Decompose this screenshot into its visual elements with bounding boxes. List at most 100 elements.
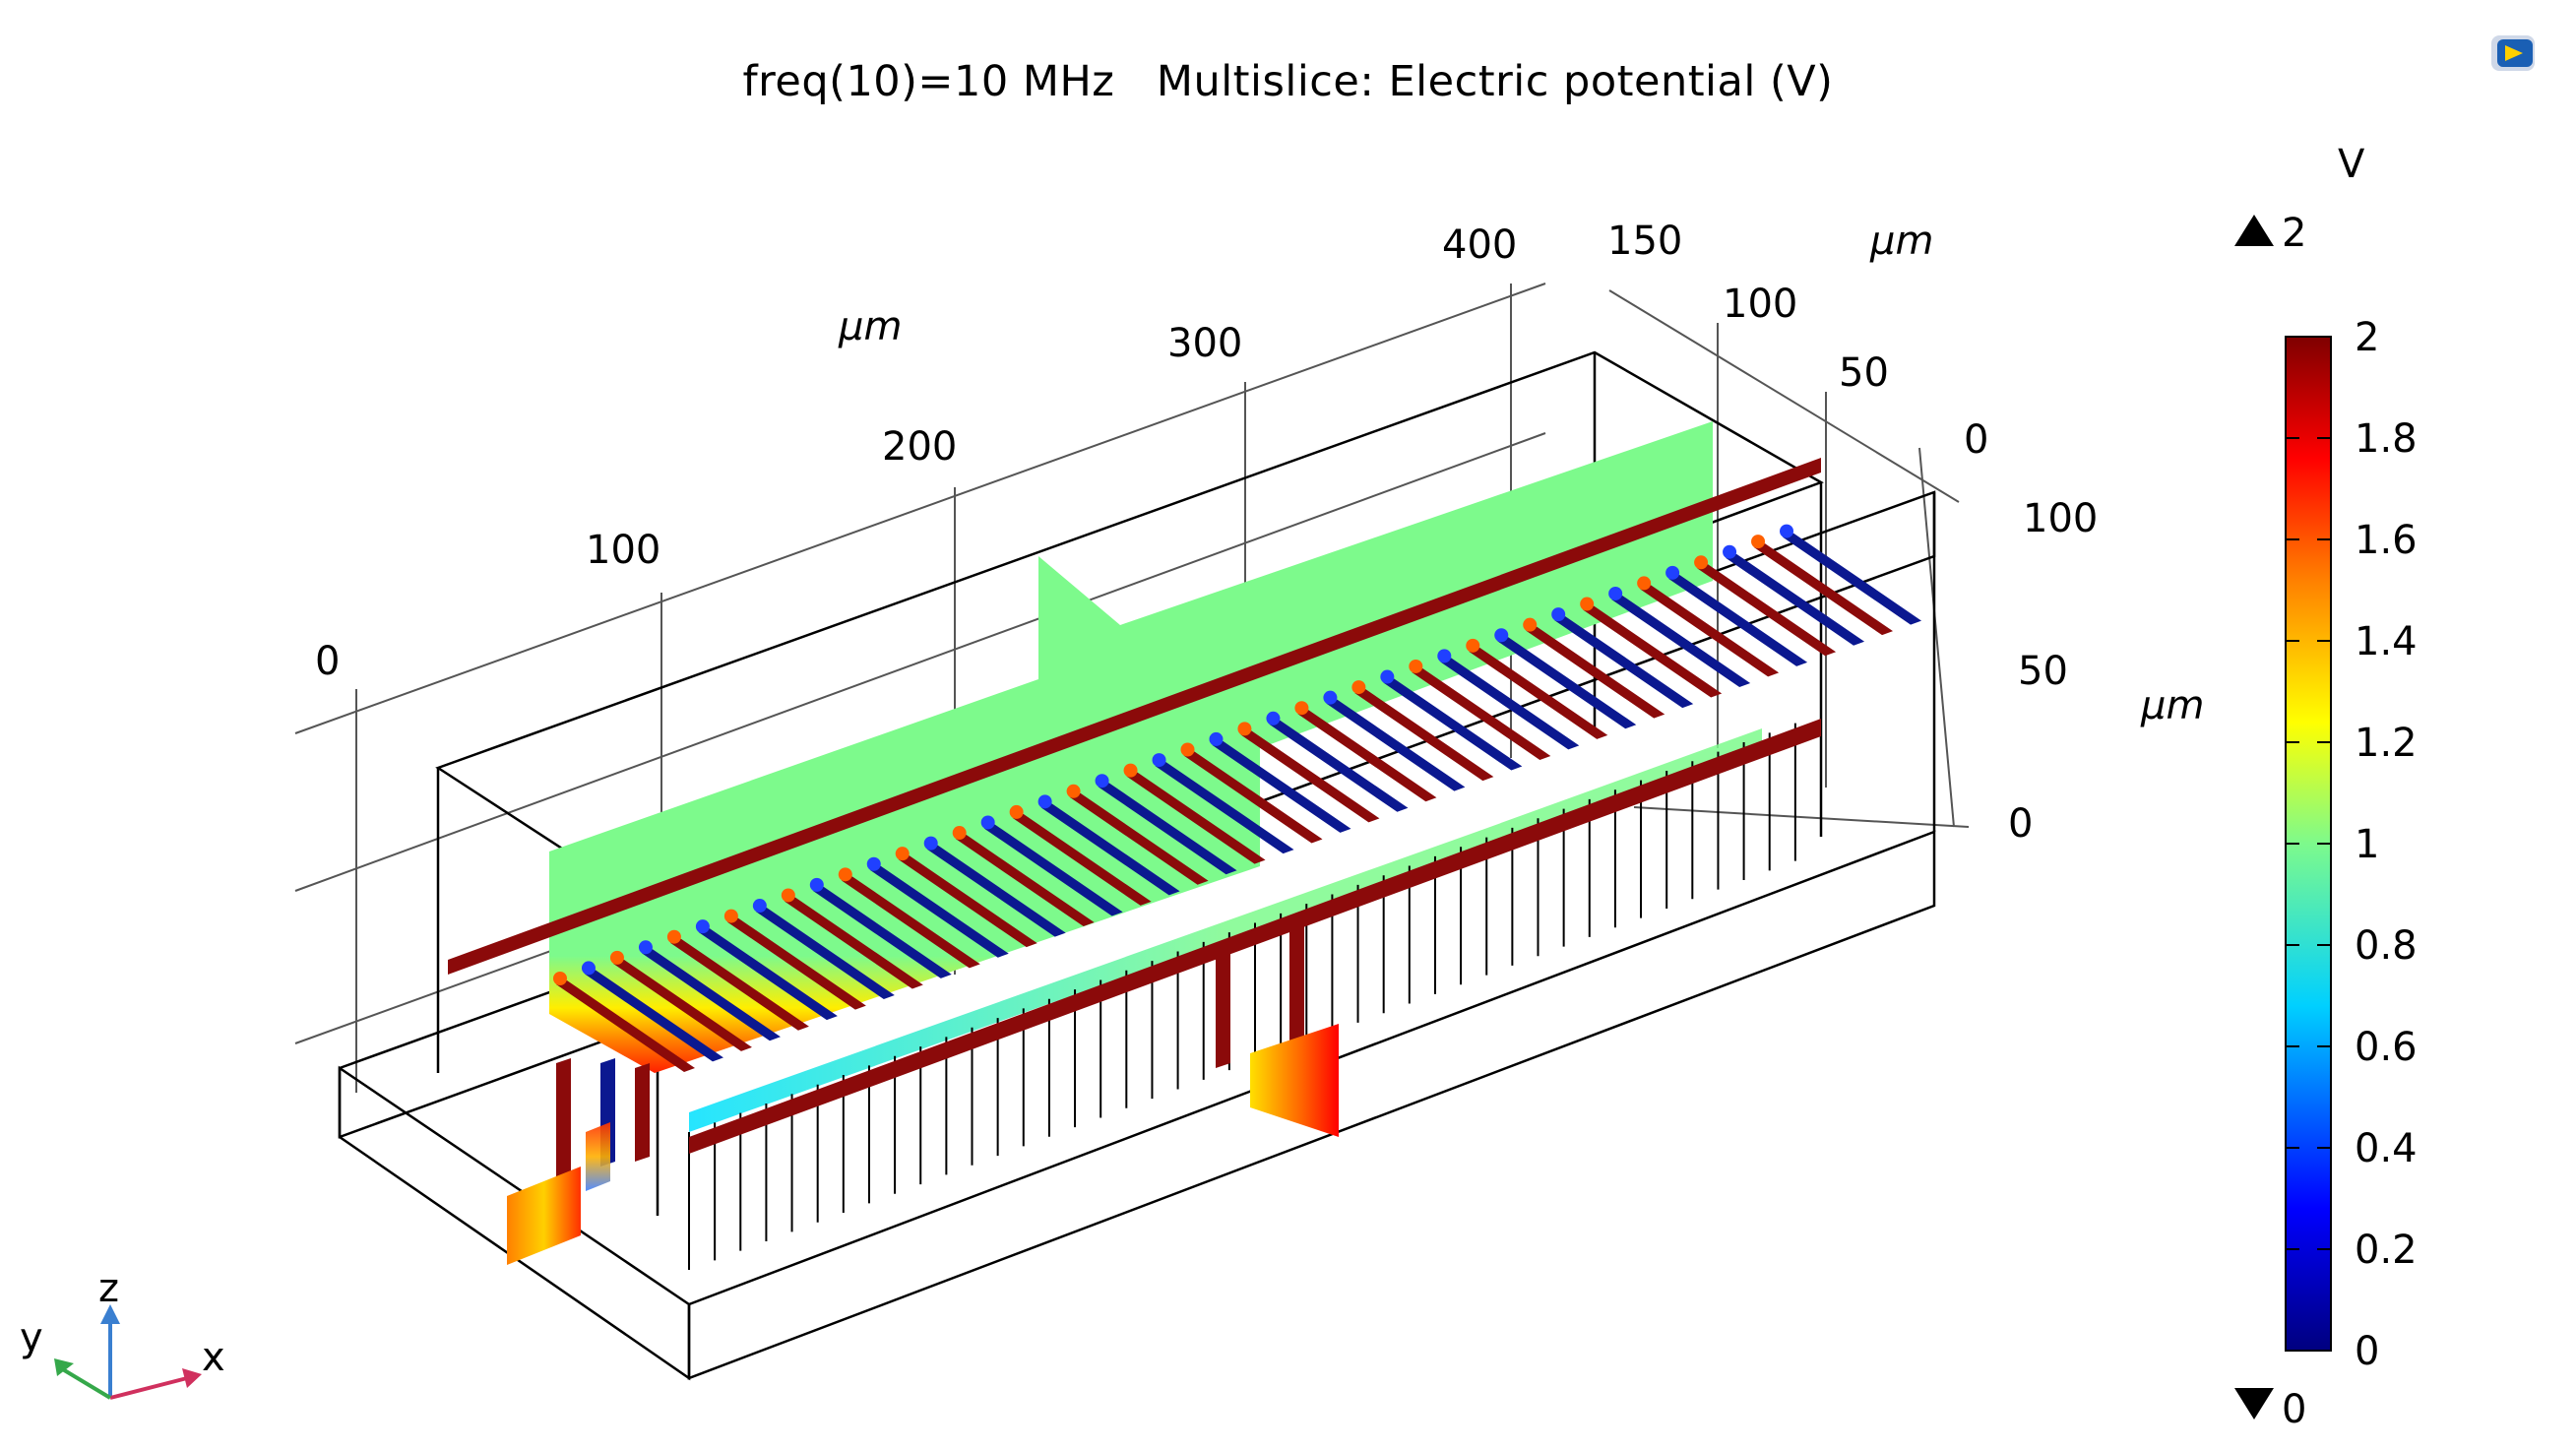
x-tick-label: 0 [315, 639, 340, 684]
x-axis-unit: μm [838, 304, 902, 349]
electrode-finger [1383, 678, 1523, 771]
electrode-finger [1269, 720, 1409, 812]
electrode-finger [1297, 710, 1437, 802]
potential-hotspot [1323, 690, 1338, 705]
electrode-finger [1754, 543, 1894, 636]
potential-hotspot [838, 867, 852, 882]
potential-hotspot [553, 972, 567, 985]
potential-hotspot [1066, 784, 1081, 798]
potential-hotspot [1466, 638, 1480, 653]
potential-hotspot [1551, 607, 1566, 622]
y-axis-labels: 150 100 50 0 μm [1607, 219, 1988, 463]
electrode-finger [869, 865, 1009, 958]
x-tick-label: 400 [1442, 222, 1517, 268]
potential-hotspot [1723, 544, 1737, 559]
electrode-finger [1212, 740, 1351, 833]
potential-hotspot [581, 961, 596, 976]
floor-field [689, 728, 1762, 1132]
y-tick-label: 100 [1723, 282, 1797, 327]
plot-title: freq(10)=10 MHz Multislice: Electric pot… [742, 57, 1834, 106]
potential-hotspot [1152, 753, 1166, 768]
electrode-finger [1069, 792, 1209, 885]
electrode-finger [1526, 626, 1665, 719]
y-tick-label: 150 [1607, 219, 1682, 264]
potential-hotspot [695, 919, 710, 934]
electrode-finger [812, 886, 952, 978]
triad-x-arrow [109, 1376, 188, 1400]
electrode-finger [1726, 553, 1865, 646]
comsol-logo-icon [2491, 35, 2535, 71]
colorbar-tick-label: 2 [2355, 315, 2379, 360]
potential-hotspot [1494, 628, 1509, 643]
min-triangle-icon [2234, 1388, 2274, 1419]
electrode-finger [698, 928, 838, 1021]
colorbar-tick-label: 0.8 [2355, 923, 2418, 969]
potential-hotspot [1751, 535, 1766, 549]
electrode-finger [1697, 564, 1837, 657]
electrode-finger [556, 980, 695, 1072]
potential-hotspot [1037, 794, 1052, 809]
potential-hotspot [1580, 597, 1595, 611]
electrode-finger [1240, 730, 1380, 823]
potential-hotspot [1380, 669, 1395, 684]
colorbar-tick-label: 0.2 [2355, 1228, 2418, 1273]
electrode-finger [1354, 689, 1494, 782]
bus-bars [448, 458, 1821, 1186]
electrode-finger [669, 938, 809, 1031]
z-axis-unit: μm [2140, 683, 2204, 728]
colorbar-tick-label: 1.8 [2355, 416, 2418, 462]
colorbar-unit: V [2338, 142, 2365, 187]
x-tick-label: 300 [1167, 321, 1242, 366]
electrode-frames [688, 723, 1796, 1270]
potential-hotspot [1437, 649, 1452, 663]
triad-z-label: z [98, 1266, 119, 1311]
max-triangle-icon [2234, 215, 2274, 246]
electrode-finger [898, 855, 1037, 948]
electrode-finger [1326, 699, 1466, 791]
y-tick-label: 50 [1839, 350, 1889, 396]
electrode-finger [1040, 803, 1180, 896]
potential-hotspot [1608, 586, 1623, 600]
potential-hotspot [1266, 711, 1281, 726]
potential-hotspot [1237, 722, 1252, 736]
electrode-finger [726, 917, 866, 1010]
potential-hotspot [609, 950, 624, 965]
electrode-finger [1440, 658, 1580, 750]
potential-hotspot [1780, 524, 1794, 538]
potential-hotspot [866, 856, 881, 871]
electrode-finger [784, 897, 923, 989]
potential-hotspot [1523, 617, 1538, 632]
potential-hotspot [666, 929, 681, 944]
electrode-finger [1554, 616, 1694, 709]
electrode-finger [1469, 647, 1608, 739]
colorbar: V 2 21.81.61.41.210.80.60.40.20 0 [2234, 142, 2418, 1432]
electrode-finger [1183, 751, 1323, 844]
triad-y-arrow [59, 1366, 112, 1400]
electrode-finger [612, 959, 752, 1051]
electrode-finger [1412, 667, 1551, 760]
electrode-finger [1497, 637, 1637, 729]
colorbar-tick-label: 1 [2355, 822, 2379, 867]
potential-hotspot [1665, 565, 1680, 580]
potential-hotspot [781, 888, 795, 903]
electrode-finger [1583, 605, 1723, 698]
electrode-finger [1012, 813, 1152, 906]
potential-hotspot [1294, 701, 1309, 716]
potential-hotspot [752, 899, 767, 914]
electrode-finger [926, 845, 1066, 937]
y-tick-label: 0 [1964, 417, 1988, 463]
z-tick-label: 50 [2018, 649, 2068, 694]
electrode-finger [1668, 574, 1808, 666]
electrode-finger [1126, 772, 1266, 864]
potential-hotspot [952, 826, 967, 841]
potential-hotspot [1123, 763, 1138, 778]
x-tick-label: 100 [586, 528, 660, 573]
colorbar-tick-label: 0.4 [2355, 1126, 2418, 1171]
electrode-array [553, 524, 1922, 1072]
potential-hotspot [895, 847, 910, 861]
electrode-finger [641, 949, 781, 1041]
electrode-finger [584, 970, 723, 1062]
electrode-finger [1783, 533, 1922, 625]
electrode-finger [1611, 595, 1751, 687]
